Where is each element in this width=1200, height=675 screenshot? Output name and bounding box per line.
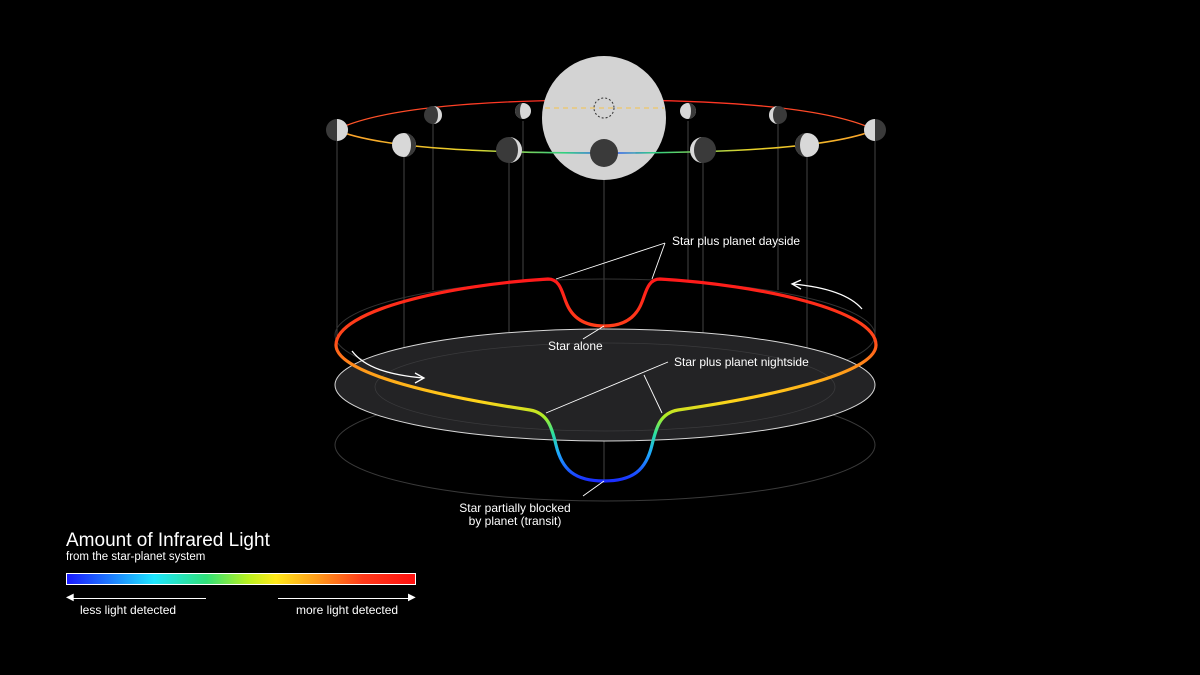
planet-phase-9-icon [690,137,716,163]
base-disc [334,328,876,442]
label-dayside: Star plus planet dayside [672,234,800,248]
legend-subtitle: from the star-planet system [66,551,206,563]
more-arrow-head-icon: ▶ [408,592,416,603]
label-transit-line2: by planet (transit) [469,514,562,528]
planet-phase-6-icon [864,119,886,141]
planet-transit-icon [590,139,618,167]
planet-phase-4-icon [680,103,696,119]
more-arrow-line [278,598,410,599]
less-arrow-head-icon: ◀ [66,592,74,603]
legend-color-bar [66,573,416,585]
planet-phase-8-icon [496,137,522,163]
label-star-alone: Star alone [548,339,603,353]
callout-lines [545,242,669,497]
arrow-back-icon [792,283,863,310]
star [542,56,666,180]
planet-phase-2-icon [424,106,442,124]
inner-disc-ring [374,342,836,432]
label-transit-line1: Star partially blocked [459,501,570,515]
planet-phase-10-icon [795,133,819,157]
planet-phase-5-icon [769,106,787,124]
arrow-back-head-icon [790,279,802,290]
legend-more-label: more light detected [296,603,399,617]
arrow-front-head-icon [414,372,426,384]
planet-phase-1-icon [326,119,348,141]
label-nightside: Star plus planet nightside [674,355,809,369]
planet-phase-icons [326,103,886,167]
arrow-front-icon [351,350,424,379]
planet-phase-7-icon [392,133,416,157]
guide-lines [336,121,876,480]
hidden-planet-outline [593,97,615,119]
legend-title: Amount of Infrared Light [66,530,270,551]
legend-less-label: less light detected [80,603,177,617]
direction-arrows [351,279,863,384]
planet-phase-3-icon [515,103,531,119]
less-arrow-line [72,598,206,599]
